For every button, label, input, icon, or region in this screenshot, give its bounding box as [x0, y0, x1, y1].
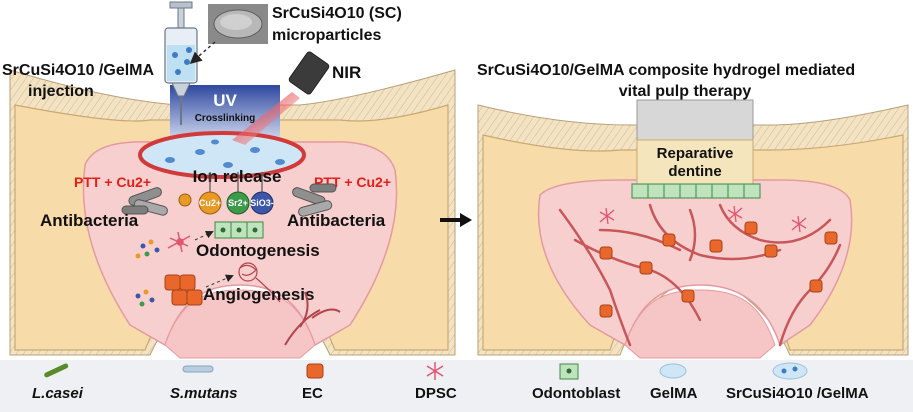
capping-plug	[636, 99, 754, 141]
legend-ec: EC	[302, 363, 324, 402]
bacteria-left-icon	[121, 187, 192, 216]
ion-dots-left	[135, 239, 160, 307]
svg-text:Cu2+: Cu2+	[199, 198, 221, 208]
odontoblast-row-left	[214, 221, 264, 239]
reparative-dentine-block	[636, 139, 754, 185]
syringe-icon	[164, 1, 198, 125]
ion-cu: Cu2+	[198, 191, 222, 215]
antibacteria-left-label: Antibacteria	[40, 211, 139, 230]
cavity: UV Crosslinking	[138, 85, 306, 179]
ion-sio: SiO3-	[250, 191, 274, 215]
ion-release-label: Ion release	[193, 167, 282, 186]
sc-formula: SrCuSi4O10 (SC)	[272, 5, 402, 22]
legend-scgelma: SrCuSi4O10 /GelMA	[726, 362, 869, 402]
sc-sub-label: microparticles	[272, 27, 381, 44]
legend: L.casei S.mutans EC DPSC Odontoblast Gel…	[32, 362, 869, 402]
sem-arrow	[189, 41, 216, 64]
legend-smutans: S.mutans	[170, 365, 238, 402]
uv-sub-label: Crosslinking	[195, 113, 256, 124]
antibacteria-right-label: Antibacteria	[287, 211, 386, 230]
odontogenesis-label: Odontogenesis	[196, 241, 320, 260]
gelma-icon	[659, 363, 687, 379]
ec-icon	[306, 363, 324, 379]
injection-formula: SrCuSi4O10 /GelMA	[2, 62, 154, 79]
lcasei-icon	[44, 363, 69, 378]
blood-vessel-left	[284, 291, 341, 346]
transition-arrow-icon	[440, 213, 472, 227]
scgelma-icon	[772, 362, 808, 380]
right-tooth	[477, 104, 909, 359]
nir-laser-icon	[232, 51, 330, 145]
svg-text:Sr2+: Sr2+	[228, 198, 248, 208]
legend-band	[0, 360, 913, 412]
injection-sub-label: injection	[28, 83, 94, 100]
nir-label: NIR	[332, 63, 361, 82]
legend-dpsc: DPSC	[415, 362, 457, 402]
dpsc-cells-right	[599, 205, 807, 233]
smutans-icon	[182, 365, 214, 373]
odontoblast-row-right	[631, 183, 761, 199]
capillary-ball-icon	[238, 262, 281, 303]
legend-gelma: GelMA	[650, 363, 698, 402]
ec-cells-left	[164, 274, 203, 306]
svg-text:EC: EC	[302, 385, 323, 402]
ion-sr: Sr2+	[226, 191, 250, 215]
legend-lcasei: L.casei	[32, 363, 84, 402]
sem-image	[208, 4, 268, 44]
legend-odontoblast: Odontoblast	[532, 363, 620, 402]
right-title-line2: vital pulp therapy	[619, 83, 752, 100]
angiogenesis-label: Angiogenesis	[203, 285, 314, 304]
right-pulp	[537, 179, 853, 347]
svg-text:L.casei: L.casei	[32, 385, 84, 402]
svg-text:Odontoblast: Odontoblast	[532, 385, 620, 402]
gel-particles	[165, 139, 285, 168]
ec-cells-right	[599, 221, 838, 318]
gel-blob	[138, 131, 306, 179]
svg-text:S.mutans: S.mutans	[170, 385, 238, 402]
reparative-label-1: Reparative	[657, 145, 734, 162]
ion-lines	[209, 172, 263, 193]
svg-text:SiO3-: SiO3-	[250, 198, 274, 208]
dpsc-icon	[426, 362, 444, 380]
bacteria-right-icon	[292, 183, 337, 217]
ptt-left-label: PTT + Cu2+	[74, 174, 151, 190]
svg-text:DPSC: DPSC	[415, 385, 457, 402]
left-tooth	[9, 69, 456, 359]
reparative-label-2: dentine	[668, 163, 721, 180]
svg-text:GelMA: GelMA	[650, 385, 698, 402]
uv-label: UV	[213, 91, 237, 110]
svg-text:SrCuSi4O10 /GelMA: SrCuSi4O10 /GelMA	[726, 385, 869, 402]
dpsc-cell-left	[167, 231, 191, 253]
right-title-line1: SrCuSi4O10/GelMA composite hydrogel medi…	[477, 62, 855, 79]
